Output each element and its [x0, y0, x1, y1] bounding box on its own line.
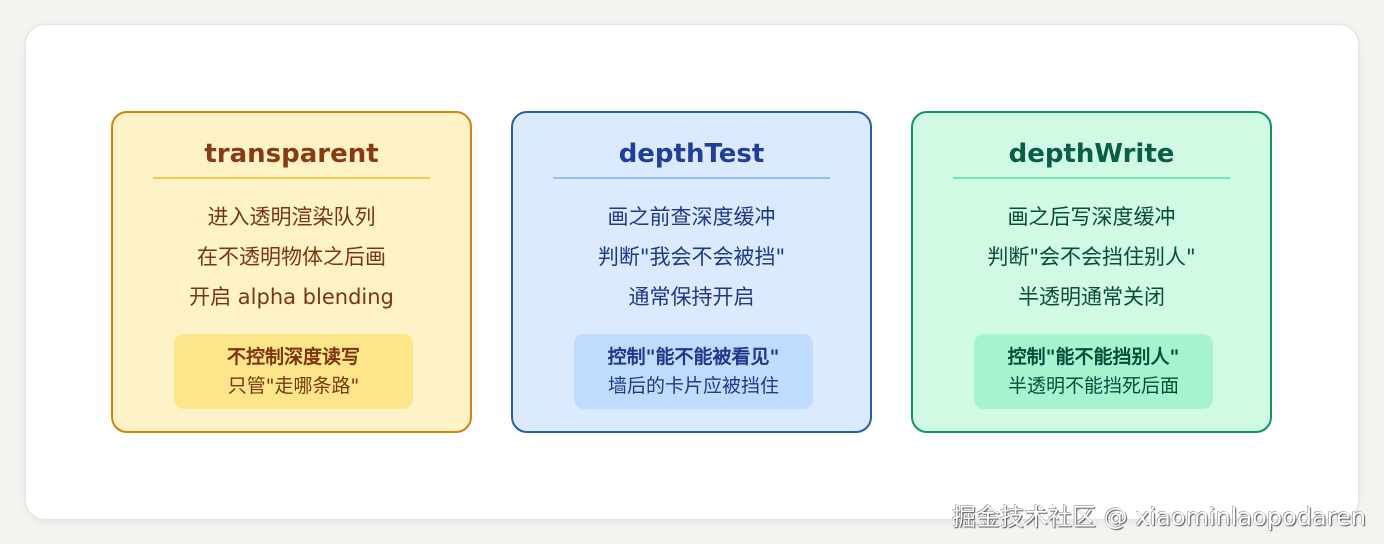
card-line: 进入透明渲染队列: [207, 205, 376, 229]
card-note: 控制"能不能挡别人" 半透明不能挡死后面: [974, 334, 1213, 409]
card-line: 判断"我会不会被挡": [597, 245, 786, 269]
card-line: 开启 alpha blending: [189, 285, 394, 309]
card-lines: 画之前查深度缓冲 判断"我会不会被挡" 通常保持开启: [513, 197, 870, 317]
card-depthtest: depthTest 画之前查深度缓冲 判断"我会不会被挡" 通常保持开启 控制"…: [511, 111, 872, 433]
note-line-1: 控制"能不能被看见": [607, 346, 780, 368]
title-divider: [153, 177, 430, 179]
card-depthwrite: depthWrite 画之后写深度缓冲 判断"会不会挡住别人" 半透明通常关闭 …: [911, 111, 1272, 433]
note-line-2: 墙后的卡片应被挡住: [607, 375, 779, 397]
card-line: 半透明通常关闭: [1018, 285, 1165, 309]
note-line-1: 不控制深度读写: [226, 346, 360, 368]
card-line: 在不透明物体之后画: [197, 245, 386, 269]
watermark: 掘金技术社区 @ xiaominlaopodaren: [951, 503, 1366, 531]
card-title: depthTest: [618, 139, 765, 169]
card-note: 控制"能不能被看见" 墙后的卡片应被挡住: [574, 334, 813, 409]
card-lines: 画之后写深度缓冲 判断"会不会挡住别人" 半透明通常关闭: [913, 197, 1270, 317]
card-title: depthWrite: [1008, 139, 1175, 169]
note-line-2: 半透明不能挡死后面: [1007, 375, 1179, 397]
title-divider: [953, 177, 1230, 179]
card-note: 不控制深度读写 只管"走哪条路": [174, 334, 413, 409]
card-line: 画之后写深度缓冲: [1007, 205, 1176, 229]
title-divider: [553, 177, 830, 179]
card-line: 判断"会不会挡住别人": [987, 245, 1196, 269]
card-title: transparent: [204, 139, 379, 169]
note-line-1: 控制"能不能挡别人": [1007, 346, 1180, 368]
card-lines: 进入透明渲染队列 在不透明物体之后画 开启 alpha blending: [113, 197, 470, 317]
note-line-2: 只管"走哪条路": [227, 375, 360, 397]
card-line: 画之前查深度缓冲: [607, 205, 776, 229]
card-transparent: transparent 进入透明渲染队列 在不透明物体之后画 开启 alpha …: [111, 111, 472, 433]
card-line: 通常保持开启: [628, 285, 755, 309]
